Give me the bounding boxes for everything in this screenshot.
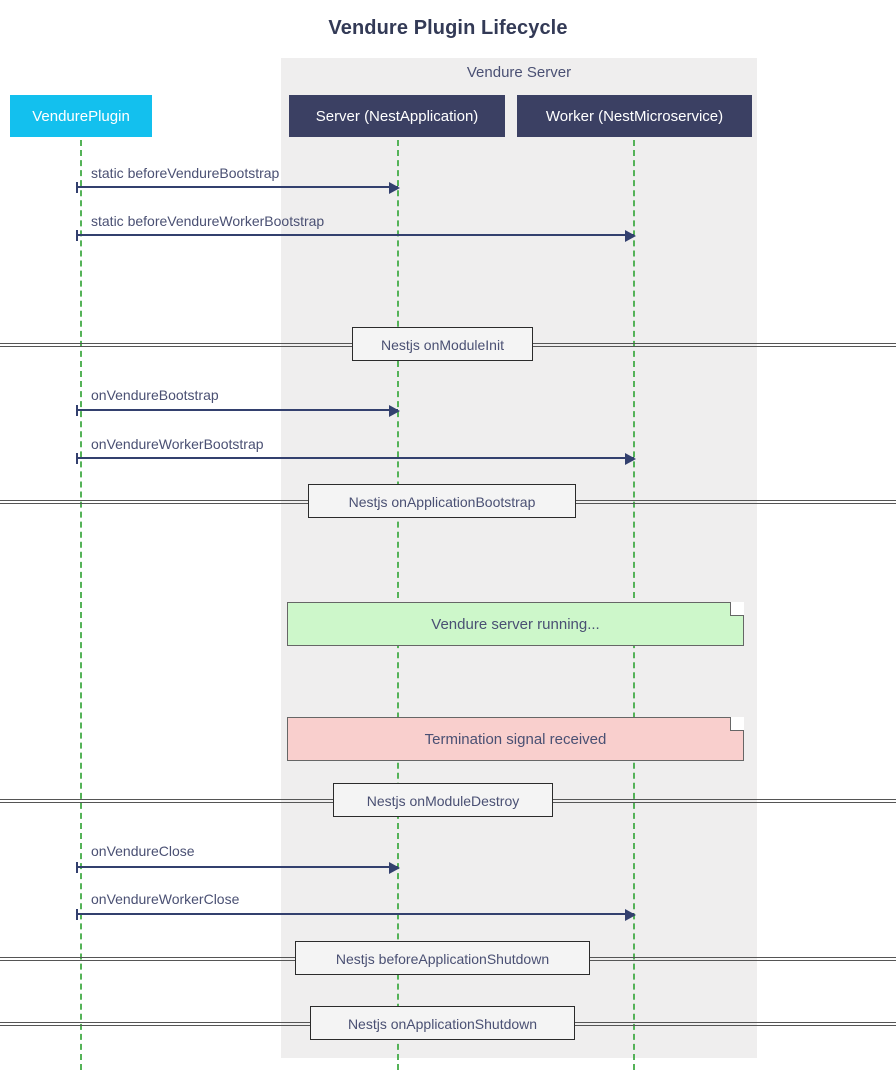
group-label: Vendure Server <box>466 64 572 81</box>
message-label-onvendureworkerclose: onVendureWorkerClose <box>91 891 240 907</box>
participant-server[interactable]: Server (NestApplication) <box>289 95 505 137</box>
arrowhead-icon <box>625 909 636 921</box>
lifeline-vendureplugin <box>80 140 82 1070</box>
arrowhead-icon <box>625 453 636 465</box>
arrowhead-icon <box>389 405 400 417</box>
arrowhead-icon <box>625 230 636 242</box>
message-label-static-beforevendurebootstrap: static beforeVendureBootstrap <box>91 165 280 181</box>
divider-label-beforeapplicationshutdown: Nestjs beforeApplicationShutdown <box>295 941 590 975</box>
note-shape <box>287 717 744 761</box>
arrowhead-icon <box>389 182 400 194</box>
divider-label-onapplicationbootstrap: Nestjs onApplicationBootstrap <box>308 484 576 518</box>
divider-label-onmoduledestroy: Nestjs onModuleDestroy <box>333 783 553 817</box>
note-vendure-server-running: Vendure server running... <box>287 602 744 646</box>
message-label-onvendurebootstrap: onVendureBootstrap <box>91 387 219 403</box>
participant-vendureplugin[interactable]: VendurePlugin <box>10 95 152 137</box>
message-arrow-onvendureclose <box>76 862 400 874</box>
note-fold-corner-icon <box>730 717 744 731</box>
message-arrow-onvendureworkerclose <box>76 909 636 921</box>
group-box-vendure-server <box>281 58 757 1058</box>
message-label-static-beforevendureworkerbootstrap: static beforeVendureWorkerBootstrap <box>91 213 325 229</box>
message-arrow-onvendurebootstrap <box>76 405 400 417</box>
message-arrow-static-beforevendureworkerbootstrap <box>76 230 636 242</box>
divider-label-onapplicationshutdown: Nestjs onApplicationShutdown <box>310 1006 575 1040</box>
participant-worker[interactable]: Worker (NestMicroservice) <box>517 95 752 137</box>
note-termination-signal-received: Termination signal received <box>287 717 744 761</box>
message-label-onvendureworkerbootstrap: onVendureWorkerBootstrap <box>91 436 264 452</box>
note-fold-corner-icon <box>730 602 744 616</box>
arrowhead-icon <box>389 862 400 874</box>
message-arrow-static-beforevendurebootstrap <box>76 182 400 194</box>
divider-label-onmoduleinit: Nestjs onModuleInit <box>352 327 533 361</box>
message-arrow-onvendureworkerbootstrap <box>76 453 636 465</box>
note-text: Vendure server running... <box>431 615 600 633</box>
note-text: Termination signal received <box>424 730 607 748</box>
note-shape <box>287 602 744 646</box>
page-title: Vendure Plugin Lifecycle <box>328 17 568 39</box>
message-label-onvendureclose: onVendureClose <box>91 843 195 859</box>
